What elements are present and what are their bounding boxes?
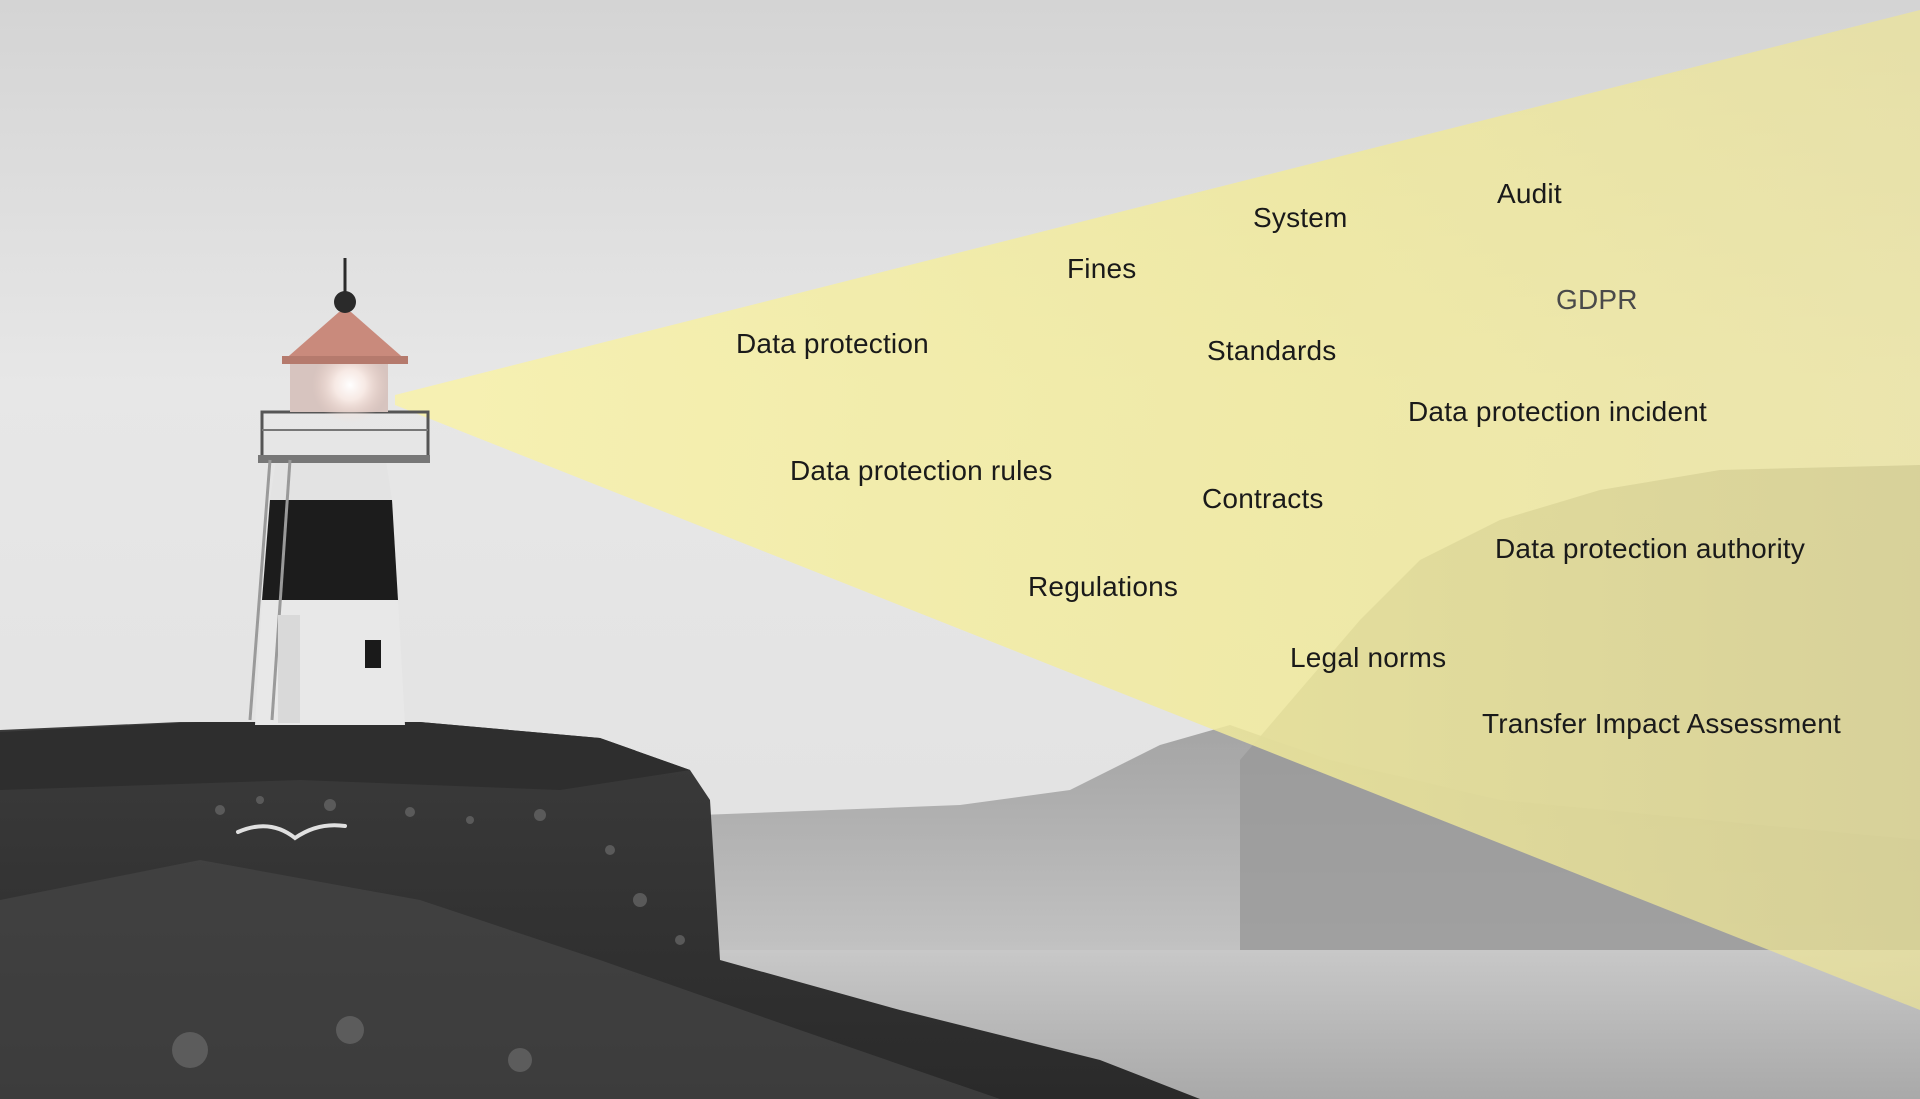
keyword-fines: Fines [1067, 253, 1137, 284]
keyword-data-protection-incident: Data protection incident [1408, 396, 1707, 427]
keyword-data-protection: Data protection [736, 328, 929, 359]
cliff-grass [0, 722, 690, 790]
keyword-gdpr: GDPR [1556, 284, 1638, 315]
cliff-rocks [172, 796, 685, 1072]
seagull [236, 823, 347, 841]
keyword-data-protection-authority: Data protection authority [1495, 533, 1806, 564]
keyword-standards: Standards [1207, 335, 1337, 366]
keyword-data-protection-rules: Data protection rules [790, 455, 1053, 486]
lighthouse [248, 258, 430, 725]
keyword-transfer-impact-assessment: Transfer Impact Assessment [1482, 708, 1841, 739]
keyword-system: System [1253, 202, 1348, 233]
keyword-audit: Audit [1497, 178, 1562, 209]
cliff-slope [0, 860, 1000, 1099]
keyword-legal-norms: Legal norms [1290, 642, 1447, 673]
keyword-regulations: Regulations [1028, 571, 1179, 602]
light-beam [395, 10, 1920, 1010]
keyword-contracts: Contracts [1202, 483, 1324, 514]
